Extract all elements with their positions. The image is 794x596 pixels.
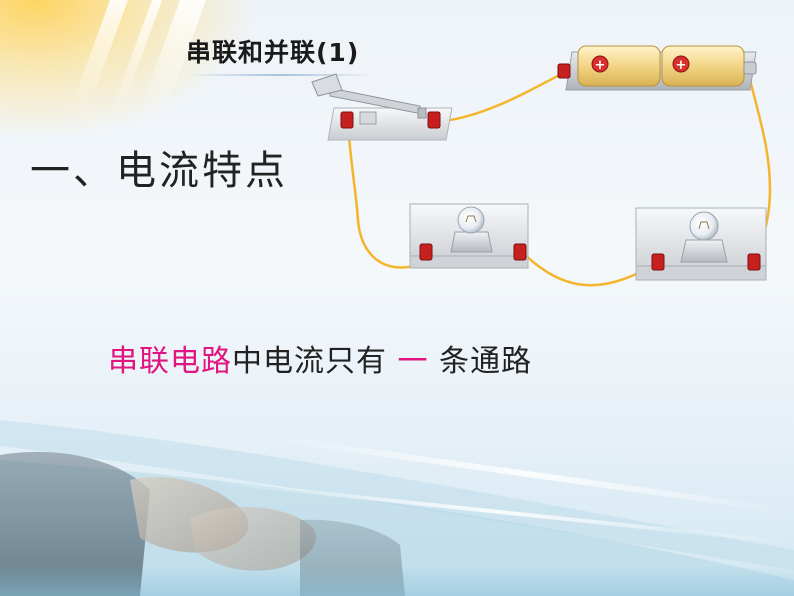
bottom-fade-decoration xyxy=(0,566,794,596)
statement-end: 条通路 xyxy=(439,344,533,379)
switch-icon xyxy=(311,73,453,141)
section-heading: 一、电流特点 xyxy=(30,148,288,194)
wave-decoration xyxy=(0,420,794,570)
statement-text: 串联电路中电流只有 一 条通路 xyxy=(108,336,532,380)
sleeve-decoration xyxy=(0,451,150,596)
bulb-icon xyxy=(409,203,529,269)
slide-title: 串联和并联(1) xyxy=(186,38,360,67)
hand-decoration xyxy=(190,506,316,571)
light-streak-decoration xyxy=(201,478,793,545)
terminal-icon xyxy=(427,111,441,129)
title-underline xyxy=(185,74,375,76)
terminal-icon xyxy=(340,111,354,129)
terminal-icon xyxy=(747,253,761,271)
statement-highlight-one: 一 xyxy=(397,344,429,379)
bulb-icon xyxy=(635,207,767,281)
terminal-icon xyxy=(513,243,527,261)
svg-text:+: + xyxy=(595,58,606,73)
terminal-icon xyxy=(419,243,433,261)
terminal-icon xyxy=(651,253,665,271)
battery-icon: + + xyxy=(557,45,757,91)
svg-text:+: + xyxy=(676,58,687,73)
terminal-icon xyxy=(557,63,571,79)
light-streak-decoration xyxy=(262,433,792,515)
statement-highlight-circuit: 串联电路 xyxy=(108,344,232,379)
statement-middle: 中电流只有 xyxy=(232,344,387,379)
